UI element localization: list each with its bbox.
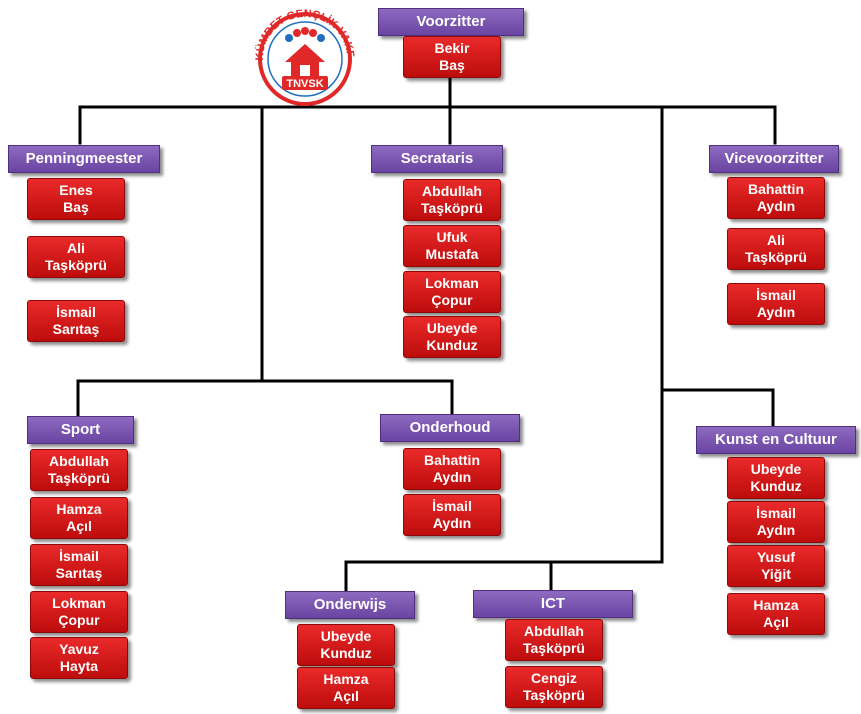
group-header-sport: Sport xyxy=(27,416,134,444)
group-header-kunst-en-cultuur: Kunst en Cultuur xyxy=(696,426,856,454)
svg-text:TNVSK: TNVSK xyxy=(286,78,323,90)
group-header-voorzitter: Voorzitter xyxy=(378,8,524,36)
group-header-vicevoorzitter: Vicevoorzitter xyxy=(709,145,839,173)
group-header-secrataris: Secrataris xyxy=(371,145,503,173)
group-header-onderhoud: Onderhoud xyxy=(380,414,520,442)
group-header-ict: ICT xyxy=(473,590,633,618)
foundation-logo: KÜMBET GENÇLİK VAKFI TNVSK xyxy=(243,0,365,106)
group-header-onderwijs: Onderwijs xyxy=(285,591,415,619)
group-header-penningmeester: Penningmeester xyxy=(8,145,160,173)
